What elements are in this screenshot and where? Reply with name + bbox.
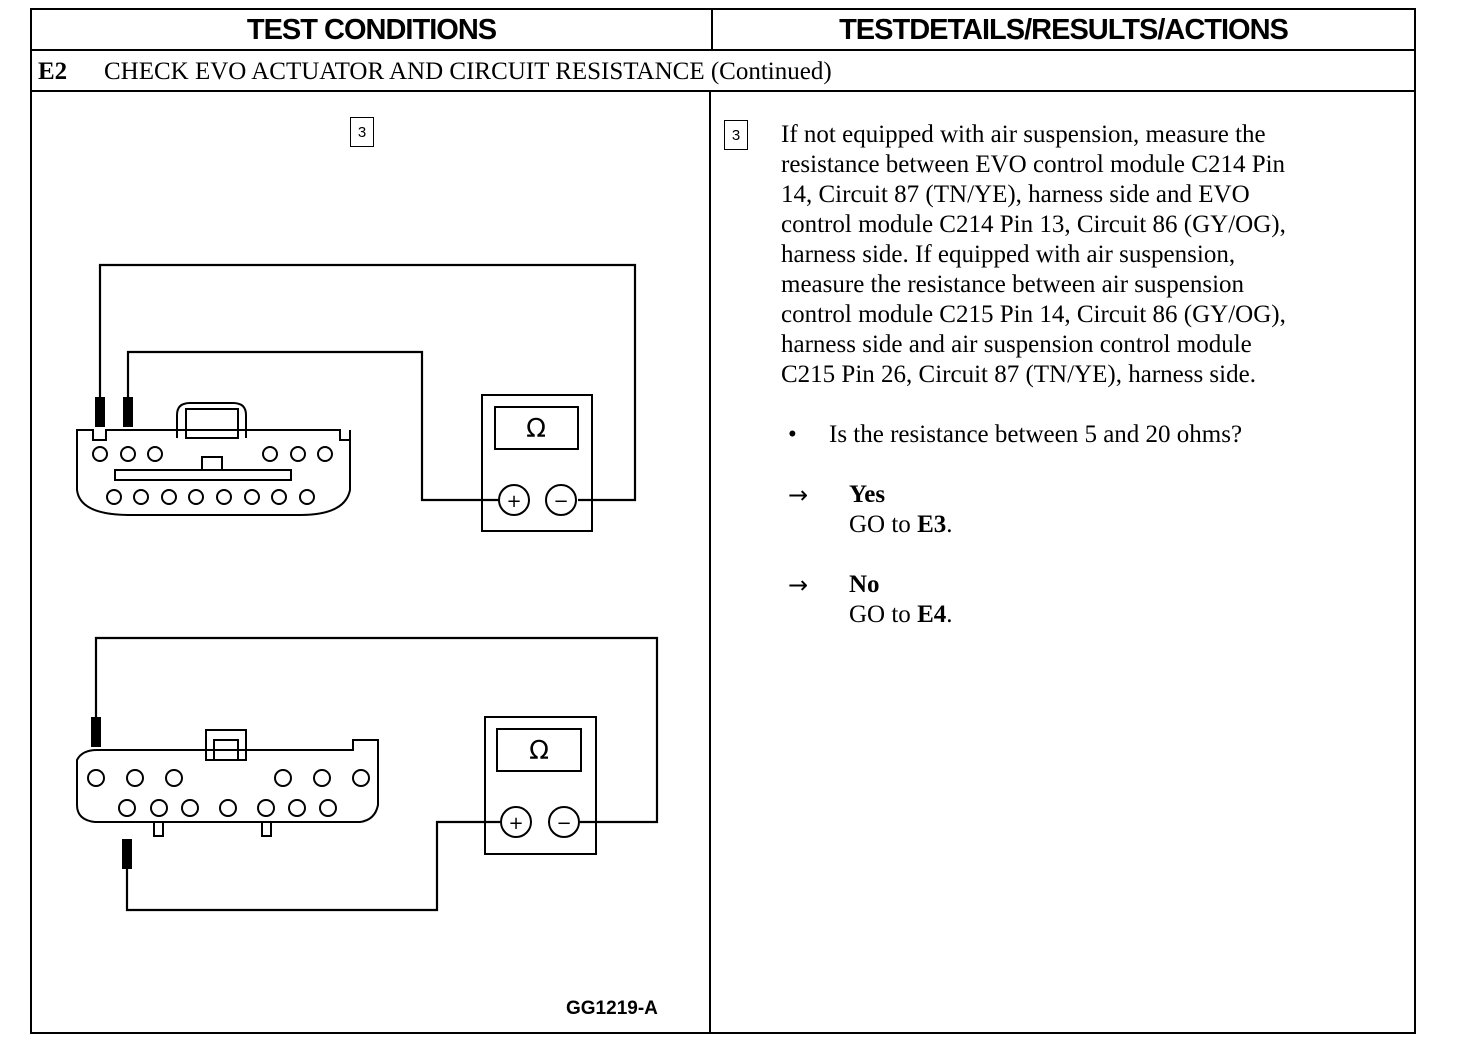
details-step-box: 3 — [724, 120, 748, 150]
connector-c215-latch-inner — [213, 739, 239, 761]
connector-c214-latch — [176, 402, 247, 438]
table-border — [30, 8, 1416, 1034]
test-details-heading: TESTDETAILS/RESULTS/ACTIONS — [839, 13, 1289, 46]
no-target[interactable]: E4 — [917, 601, 947, 628]
connector-c214-icon — [76, 429, 351, 516]
connector-c215-top-pins — [87, 769, 370, 787]
no-branch: No GO to E4. — [849, 570, 953, 630]
yes-arrow-icon: → — [788, 481, 809, 509]
connector-c215-icon — [76, 739, 379, 823]
instruction-line: harness side. If equipped with air suspe… — [781, 241, 1236, 268]
diagram-air-suspension-module — [76, 636, 659, 912]
test-conditions-heading: TEST CONDITIONS — [246, 13, 497, 46]
connector-c214-bottom-pins — [106, 489, 315, 505]
ohmmeter-1-negative-terminal — [545, 484, 577, 516]
diagram-evo-module — [76, 263, 637, 532]
ohmmeter-2-positive-terminal — [500, 806, 532, 838]
question-text: Is the resistance between 5 and 20 ohms? — [829, 421, 1243, 448]
ohmmeter-1-omega-label: Ω — [526, 414, 546, 444]
instruction-line: control module C215 Pin 14, Circuit 86 (… — [781, 301, 1286, 328]
probe-3-icon — [91, 717, 101, 747]
yes-branch: Yes GO to E3. — [849, 480, 953, 540]
instruction-line: C215 Pin 26, Circuit 87 (TN/YE), harness… — [781, 361, 1256, 388]
connector-c215-foot-right — [261, 821, 272, 837]
instruction-line: If not equipped with air suspension, mea… — [781, 121, 1266, 148]
no-arrow-icon: → — [788, 571, 809, 599]
probe-1-icon — [95, 397, 105, 427]
instruction-line: harness side and air suspension control … — [781, 331, 1252, 358]
ohmmeter-2-minus-label: − — [556, 813, 571, 834]
instruction-line: 14, Circuit 87 (TN/YE), harness side and… — [781, 181, 1250, 208]
connector-c214-latch-window — [185, 408, 239, 439]
ohmmeter-1-icon — [481, 394, 593, 532]
instruction-text: If not equipped with air suspension, mea… — [781, 120, 1406, 390]
ohmmeter-2-display — [496, 728, 582, 772]
no-label: No — [849, 571, 880, 598]
connector-c214-key-slot — [114, 469, 292, 481]
ohmmeter-1-positive-terminal — [498, 484, 530, 516]
ohmmeter-2-plus-label: + — [508, 813, 523, 834]
probe-4-icon — [122, 839, 132, 869]
yes-action-suffix: . — [946, 511, 953, 538]
conditions-step-box: 3 — [350, 117, 374, 147]
yes-label: Yes — [849, 481, 886, 508]
ohmmeter-1-plus-label: + — [506, 491, 521, 512]
yes-target[interactable]: E3 — [917, 511, 947, 538]
ohmmeter-1-display — [494, 406, 579, 450]
connector-c215-bottom-pins — [118, 799, 337, 817]
ohmmeter-2-omega-label: Ω — [529, 736, 549, 766]
section-title: CHECK EVO ACTUATOR AND CIRCUIT RESISTANC… — [104, 58, 832, 85]
section-heading: E2 CHECK EVO ACTUATOR AND CIRCUIT RESIST… — [38, 56, 832, 88]
ohmmeter-2-negative-terminal — [548, 806, 580, 838]
probe-2-icon — [123, 397, 133, 427]
instruction-line: measure the resistance between air suspe… — [781, 271, 1245, 298]
section-code: E2 — [38, 58, 68, 85]
no-action-prefix: GO to — [849, 601, 918, 628]
instruction-line: resistance between EVO control module C2… — [781, 151, 1286, 178]
no-action-suffix: . — [946, 601, 953, 628]
question-bullet: • — [788, 421, 797, 448]
connector-c214-top-pins — [92, 446, 333, 462]
instruction-line: control module C214 Pin 13, Circuit 86 (… — [781, 211, 1286, 238]
wire-probe-4-to-positive — [125, 820, 500, 912]
connector-c214-key-tab — [201, 456, 223, 471]
connector-c215-foot-left — [153, 821, 164, 837]
figure-id: GG1219-A — [566, 998, 658, 1019]
ohmmeter-2-icon — [484, 716, 597, 855]
wire-probe-2-to-positive — [126, 350, 499, 502]
connector-c215-latch — [205, 729, 247, 761]
yes-action-prefix: GO to — [849, 511, 918, 538]
wire-probe-1-to-negative — [98, 263, 637, 502]
wire-probe-3-to-negative — [94, 636, 659, 824]
ohmmeter-1-minus-label: − — [553, 491, 568, 512]
